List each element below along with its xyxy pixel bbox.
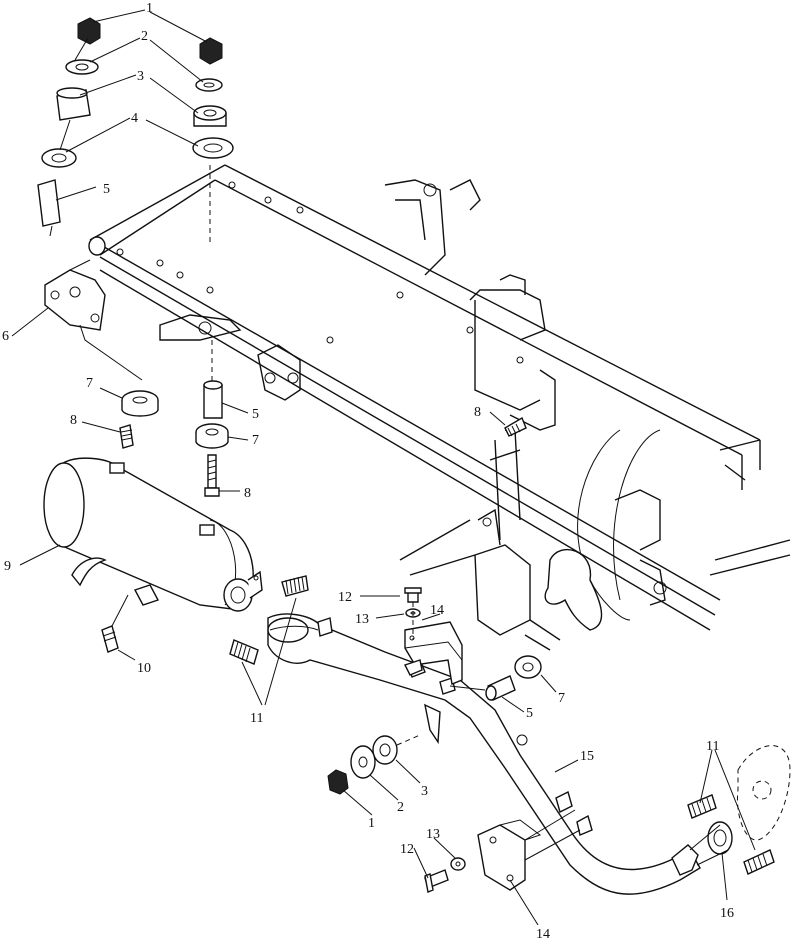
washer-2-lower: [350, 745, 376, 779]
washer-2-left: [65, 59, 99, 75]
callout-3-top: 3: [137, 69, 144, 84]
callout-12-lower: 12: [400, 842, 414, 857]
callout-6: 6: [2, 329, 9, 344]
spacer-5-left: [37, 179, 61, 227]
callout-9: 9: [4, 559, 11, 574]
chassis-frame: [88, 164, 791, 651]
callout-13-lower: 13: [426, 827, 440, 842]
nut-1-left: [77, 17, 101, 45]
callout-11-left: 11: [250, 711, 263, 726]
pipe-hanger-lower-mid: [449, 655, 542, 701]
callout-16: 16: [720, 906, 734, 921]
callout-5-lower: 5: [526, 706, 533, 721]
callout-8-mid: 8: [244, 486, 251, 501]
bolt-8-right: [504, 416, 527, 437]
callout-7-left: 7: [86, 376, 93, 391]
left-mount-stack: [37, 17, 101, 237]
washer-4-left: [41, 148, 77, 168]
callout-3-lower: 3: [421, 784, 428, 799]
bracket-14-middle: [404, 587, 463, 685]
callout-8-left: 8: [70, 413, 77, 428]
springs-11-left: [229, 575, 309, 665]
callout-8-right: 8: [474, 405, 481, 420]
washer-13-lower: [450, 857, 466, 871]
callout-5-mid: 5: [252, 407, 259, 422]
callout-5-top: 5: [103, 182, 110, 197]
tailpipe-flange: [736, 745, 791, 841]
callout-7-lower: 7: [558, 691, 565, 706]
callout-12-mid: 12: [338, 590, 352, 605]
callout-13-mid: 13: [355, 612, 369, 627]
pipe-mount-lower-stack: [327, 734, 421, 795]
callout-2-top: 2: [141, 29, 148, 44]
grommet-7-lower: [514, 655, 542, 679]
springs-11-right: [687, 794, 775, 875]
washer-4-right: [192, 137, 234, 159]
mid-hanger-parts: [195, 340, 229, 497]
callout-11-right: 11: [706, 739, 719, 754]
left-hanger-parts: [119, 390, 159, 449]
bracket-14-lower: [424, 809, 581, 893]
muffler-9: [43, 457, 263, 653]
callout-1-top: 1: [146, 1, 153, 16]
callout-14-lower: 14: [536, 927, 550, 939]
frame-holes: [116, 181, 524, 364]
bolt-8-left: [119, 424, 134, 449]
callout-7-mid: 7: [252, 433, 259, 448]
callout-14-mid: 14: [430, 603, 444, 618]
nut-1-lower: [327, 769, 349, 795]
grommet-3-lower: [372, 735, 398, 765]
muffler-stud: [109, 462, 125, 474]
callout-leaders: [11, 9, 756, 926]
mount-plate-6: [44, 259, 143, 381]
washer-2-right: [195, 78, 223, 92]
right-mount-stack: [192, 37, 234, 245]
callout-15: 15: [580, 749, 594, 764]
callout-2-lower: 2: [397, 800, 404, 815]
callout-4-top: 4: [131, 111, 138, 126]
nut-1-right: [199, 37, 223, 65]
callout-labels: 1 2 3 4 5 6 7 8 5 7 8 8 9 10 11 12 13 14…: [2, 1, 734, 942]
spacer-5-mid: [203, 384, 223, 419]
callout-1-lower: 1: [368, 816, 375, 831]
callout-10: 10: [137, 661, 151, 676]
